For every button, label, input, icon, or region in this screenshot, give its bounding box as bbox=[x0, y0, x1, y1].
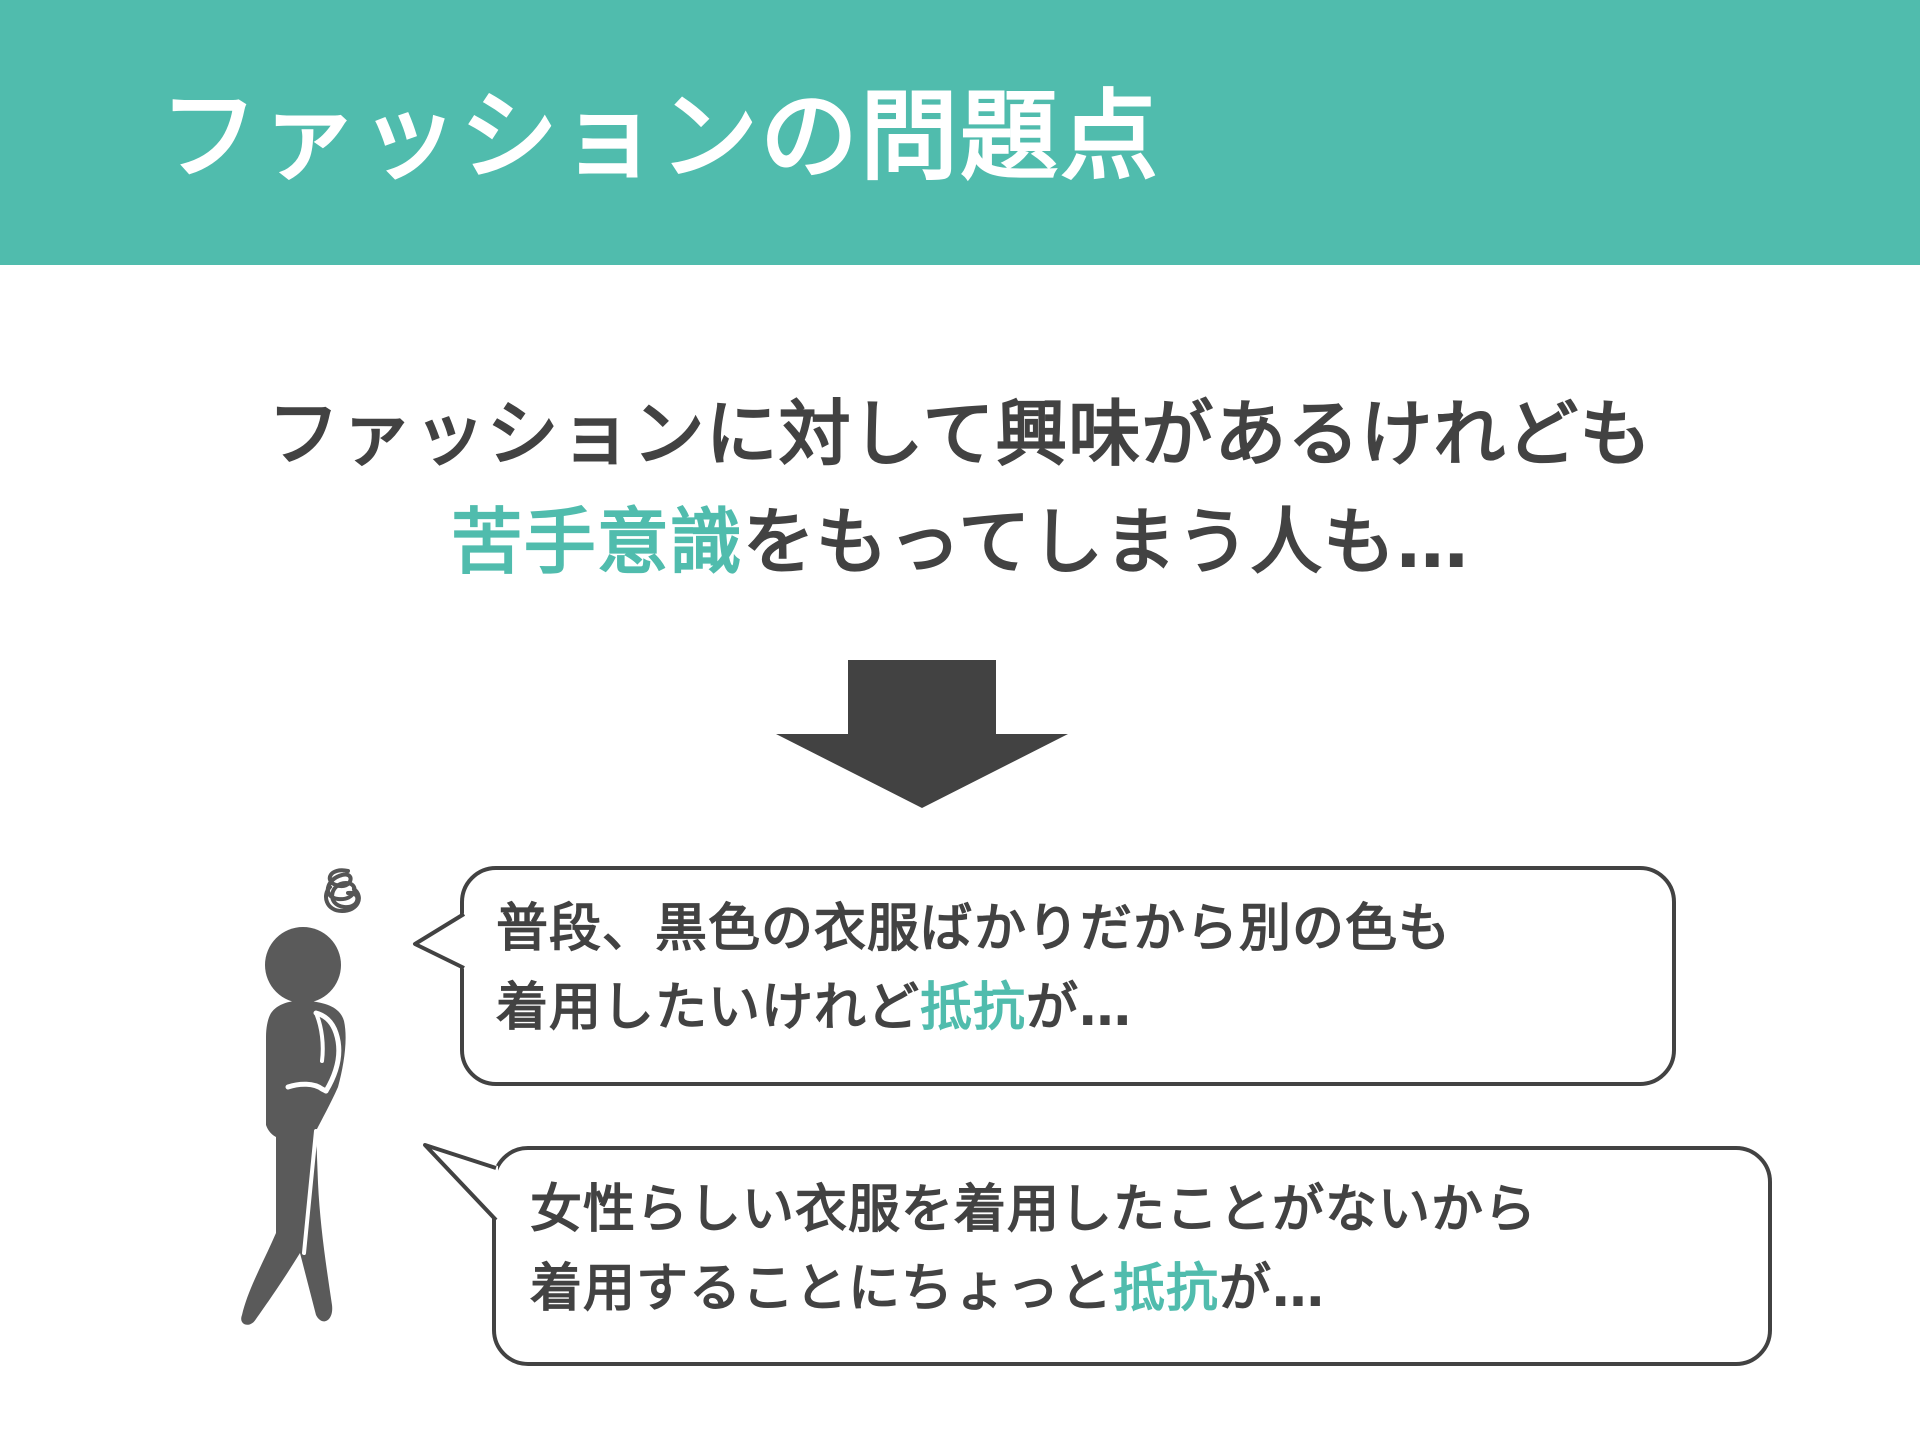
lead-line-2: 苦手意識をもってしまう人も… bbox=[0, 488, 1920, 596]
header-banner: ファッションの問題点 bbox=[0, 0, 1920, 265]
bubble-2-line-2-post: が… bbox=[1219, 1259, 1326, 1320]
lead-line-2-rest: をもってしまう人も… bbox=[742, 500, 1470, 584]
bubble-2-line-2: 着用することにちょっと抵抗が… bbox=[530, 1250, 1768, 1329]
bubble-2-line-1: 女性らしい衣服を着用したことがないから bbox=[530, 1180, 1538, 1240]
speech-bubble-2: 女性らしい衣服を着用したことがないから 着用することにちょっと抵抗が… bbox=[492, 1146, 1772, 1366]
bubble-1-line-2-pre: 着用したいけれど bbox=[496, 978, 921, 1039]
lead-line-1: ファッションに対して興味があるけれども bbox=[267, 392, 1653, 476]
bubble-2-accent-text: 抵抗 bbox=[1113, 1259, 1220, 1320]
page-title: ファッションの問題点 bbox=[160, 80, 1161, 194]
bubble-1-accent-text: 抵抗 bbox=[920, 978, 1027, 1039]
scribble-thought-icon bbox=[324, 868, 361, 914]
down-arrow-icon bbox=[776, 660, 1068, 808]
bubble-1-line-1: 普段、黒色の衣服ばかりだから別の色も bbox=[496, 899, 1452, 959]
speech-bubble-2-tail bbox=[423, 1143, 498, 1222]
bubble-2-line-2-pre: 着用することにちょっと bbox=[530, 1259, 1114, 1320]
bubble-1-line-2-post: が… bbox=[1026, 978, 1133, 1039]
speech-bubble-1: 普段、黒色の衣服ばかりだから別の色も 着用したいけれど抵抗が… bbox=[460, 866, 1676, 1086]
lead-text: ファッションに対して興味があるけれども 苦手意識をもってしまう人も… bbox=[0, 380, 1920, 596]
lead-accent-text: 苦手意識 bbox=[450, 500, 743, 584]
speech-bubble-1-tail bbox=[413, 912, 466, 970]
bubble-1-line-2: 着用したいけれど抵抗が… bbox=[496, 969, 1672, 1048]
worried-person-icon bbox=[241, 868, 361, 1325]
